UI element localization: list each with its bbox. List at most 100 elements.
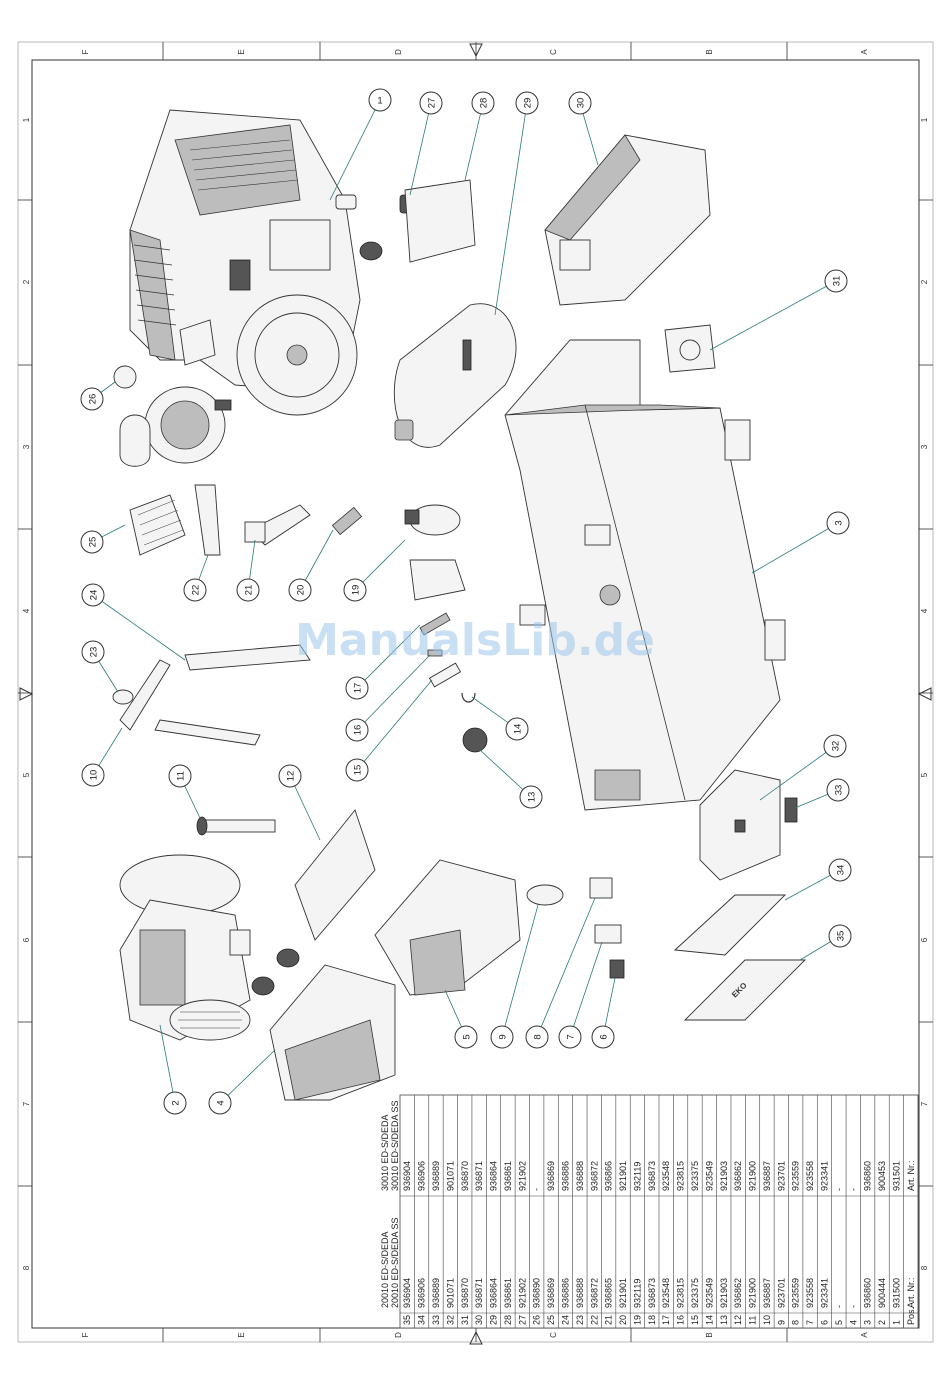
callout-10: 10 (81, 763, 105, 787)
table-cell-art-30010: 931501 (891, 1161, 901, 1191)
table-cell-pos: 25 (546, 1315, 556, 1325)
part-5-control-housing (374, 859, 521, 996)
part-33-plate (784, 797, 798, 823)
zone-label-left: 1 (22, 117, 31, 122)
callout-28: 28 (471, 91, 495, 115)
table-cell-art-30010: 932119 (632, 1162, 642, 1191)
table-cell-pos: 10 (762, 1315, 772, 1325)
part-19-fuel-pump (404, 504, 461, 536)
table-cell-art-20010: - (848, 1305, 858, 1308)
part-26-cap (113, 365, 137, 389)
table-cell-art-30010: 921901 (618, 1161, 628, 1191)
zone-label-right: 5 (920, 772, 929, 777)
zone-label-left: 7 (22, 1101, 31, 1106)
engine-mounts (335, 194, 383, 261)
table-cell-art-30010: 936860 (863, 1161, 873, 1191)
part-18-bracket (409, 559, 466, 601)
callout-11: 11 (168, 764, 192, 788)
callout-17-label: 17 (353, 683, 364, 694)
table-cell-pos: 31 (460, 1315, 470, 1325)
table-cell-art-30010: - (532, 1188, 542, 1191)
part-9-gasket (526, 884, 564, 906)
part-21-elbow (244, 504, 311, 546)
callout-8: 8 (525, 1025, 549, 1049)
col2-title-b: 30010 ED-S/DEDA SS (390, 1100, 400, 1191)
callout-5-label: 5 (462, 1034, 473, 1039)
callout-13: 13 (519, 785, 543, 809)
zone-label-bottom: E (237, 1332, 246, 1337)
table-cell-art-30010: 923341 (819, 1161, 829, 1191)
table-cell-art-20010: 921901 (618, 1278, 628, 1308)
table-cell-art-20010: 923341 (819, 1278, 829, 1308)
part-13-cap (462, 727, 488, 753)
zone-label-bottom: D (394, 1332, 403, 1338)
table-cell-art-20010: 936862 (733, 1278, 743, 1308)
callout-16-label: 16 (353, 725, 364, 736)
table-cell-art-30010: 923558 (805, 1161, 815, 1191)
callout-13-label: 13 (527, 792, 538, 803)
part-12-plate (294, 809, 376, 941)
table-cell-art-20010: 923701 (776, 1278, 786, 1308)
center-marker-bottom (469, 1330, 483, 1345)
callout-1: 1 (368, 88, 392, 112)
table-cell-art-20010: 936869 (546, 1278, 556, 1308)
callout-30: 30 (568, 91, 592, 115)
callout-30-label: 30 (576, 98, 587, 109)
callout-27: 27 (419, 91, 443, 115)
table-cell-art-20010: 936861 (503, 1278, 513, 1308)
zone-label-top: B (705, 49, 714, 54)
table-cell-pos: 18 (647, 1315, 657, 1325)
table-cell-art-20010: 923548 (661, 1278, 671, 1308)
part-25-grille (129, 494, 186, 556)
callout-27-label: 27 (427, 98, 438, 109)
part-8-block (589, 877, 613, 899)
callout-8-label: 8 (533, 1034, 544, 1039)
engine-assembly (129, 109, 361, 416)
table-cell-art-20010: 936906 (417, 1278, 427, 1308)
callout-6: 6 (591, 1025, 615, 1049)
table-cell-art-20010: 923559 (791, 1278, 801, 1308)
callout-7-label: 7 (566, 1034, 577, 1039)
callout-28-label: 28 (479, 98, 490, 109)
part-4-electrical-box (269, 964, 396, 1101)
part-7-block (594, 924, 622, 944)
table-cell-art-20010: 921903 (719, 1278, 729, 1308)
table-cell-pos: 32 (445, 1315, 455, 1325)
callout-14-label: 14 (513, 724, 524, 735)
table-cell-pos: 11 (748, 1316, 758, 1325)
table-cell-art-20010: 936864 (489, 1278, 499, 1308)
table-cell-pos: 12 (733, 1315, 743, 1325)
table-cell-art-30010: 923375 (690, 1161, 700, 1191)
part-10-bracket (119, 659, 171, 731)
zone-label-left: 8 (22, 1265, 31, 1270)
zone-label-right: 6 (920, 937, 929, 942)
zone-label-top: C (549, 49, 558, 55)
zone-label-left: 3 (22, 444, 31, 449)
table-cell-pos: 30 (474, 1315, 484, 1325)
part-3-base-frame (504, 339, 786, 811)
callout-31: 31 (824, 269, 848, 293)
part-34-panel (673, 894, 787, 956)
table-cell-art-30010: 936864 (489, 1161, 499, 1191)
table-cell-art-20010: 932119 (632, 1279, 642, 1308)
table-cell-pos: 26 (532, 1315, 542, 1325)
callout-14: 14 (505, 717, 529, 741)
table-cell-art-30010: 936872 (589, 1161, 599, 1191)
table-cell-art-30010: 936871 (474, 1161, 484, 1191)
table-cell-art-30010: 900453 (877, 1161, 887, 1191)
table-cell-art-20010: 936887 (762, 1278, 772, 1308)
table-cell-pos: 3 (863, 1320, 873, 1325)
table-cell-art-30010: 923559 (791, 1161, 801, 1191)
callout-4: 4 (208, 1091, 232, 1115)
table-cell-art-30010: 936873 (647, 1161, 657, 1191)
callout-32: 32 (823, 734, 847, 758)
table-cell-art-20010: - (834, 1305, 844, 1308)
table-cell-art-20010: 936888 (575, 1278, 585, 1308)
part-32-control-box (699, 769, 781, 881)
zone-label-top: F (81, 49, 90, 54)
part-24-strut (184, 644, 311, 671)
table-cell-pos: 29 (489, 1315, 499, 1325)
callout-26-label: 26 (88, 394, 99, 405)
zone-label-right: 3 (920, 444, 929, 449)
